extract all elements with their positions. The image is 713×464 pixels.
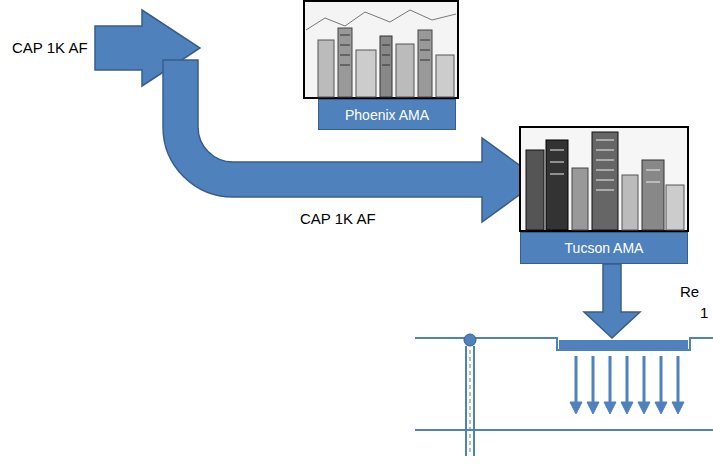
ground-section (415, 338, 713, 430)
flow-label: Re (680, 283, 699, 300)
city-sketch (520, 127, 688, 231)
area-label-box: Tucson AMA (520, 232, 688, 264)
city-sketch (304, 1, 458, 98)
area-label-box: Phoenix AMA (318, 99, 456, 130)
flow-label: CAP 1K AF (300, 210, 376, 227)
infiltration-arrows (570, 356, 684, 414)
flow-label: CAP 1K AF (12, 39, 88, 56)
flow-arrow (584, 264, 640, 338)
flow-label: 1 (700, 304, 708, 321)
well-symbol (464, 334, 476, 456)
area-name: Phoenix AMA (345, 107, 429, 123)
area-name: Tucson AMA (565, 240, 644, 256)
